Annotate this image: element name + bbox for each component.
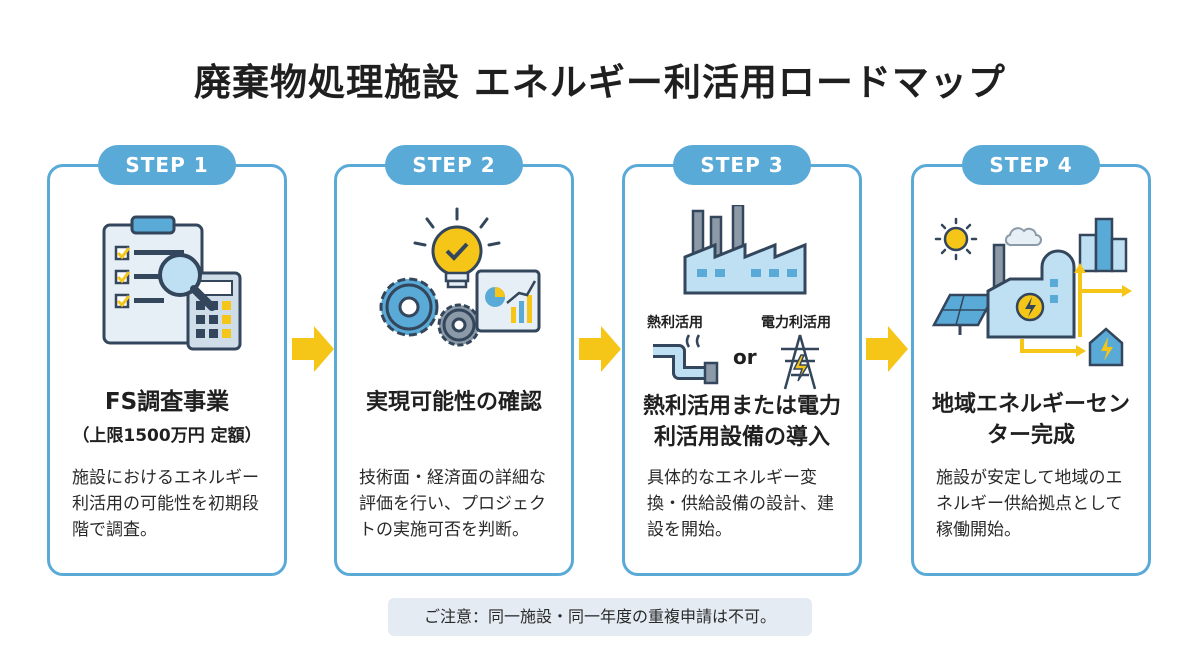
step-2-title: 実現可能性の確認 (365, 390, 542, 415)
power-utilization-label: 電力利活用 (761, 315, 831, 331)
arrow-right-icon (579, 326, 621, 372)
heat-utilization-label: 熱利活用 (647, 315, 703, 331)
step-2-description: 技術面・経済面の詳細な評価を行い、プロジェクトの実施可否を判断。 (359, 468, 546, 540)
step-3-title: 熱利活用または電力利活用設備の導入 (642, 394, 841, 450)
step-1-title: FS調査事業 (104, 389, 230, 415)
step-2-badge: STEP 2 (385, 145, 523, 185)
step-3-badge: STEP 3 (673, 145, 811, 185)
arrow-right-icon (866, 326, 908, 372)
step-4-badge: STEP 4 (962, 145, 1100, 185)
energy-center-icon (931, 217, 1132, 367)
step-1-badge: STEP 1 (98, 145, 236, 185)
factory-icon (683, 205, 807, 295)
lightbulb-gears-icon (379, 207, 541, 347)
step-1-card: STEP 1 FS調査事業 （上限1500万円 定額） 施設におけるエネルギー利… (47, 145, 287, 576)
checklist-magnifier-icon (102, 215, 242, 351)
arrow-right-icon (292, 326, 334, 372)
or-label: or (733, 345, 757, 369)
notice-box: ご注意：同一施設・同一年度の重複申請は不可。 (388, 598, 812, 636)
step-1-description: 施設におけるエネルギー利活用の可能性を初期段階で調査。 (72, 468, 259, 540)
page-title: 廃棄物処理施設 エネルギー利活用ロードマップ (194, 61, 1006, 104)
step-3-card: STEP 3 熱利活用 電力利活用 or 熱利活用または電力利活用設備の導入 具… (622, 145, 862, 576)
step-2-card: STEP 2 実現可能性の確認 技術面・経済面の詳細な評価を行い、プロジェクトの… (334, 145, 574, 576)
heat-pipe-icon (653, 334, 719, 385)
step-4-card: STEP 4 地域エネルギーセンター完 (911, 145, 1151, 576)
step-1-subtitle: （上限1500万円 定額） (72, 426, 262, 446)
power-tower-icon (781, 334, 819, 390)
step-4-title: 地域エネルギーセンター完成 (931, 392, 1130, 448)
step-4-description: 施設が安定して地域のエネルギー供給拠点として稼働開始。 (936, 468, 1123, 540)
step-3-description: 具体的なエネルギー変換・供給設備の設計、建設を開始。 (647, 468, 834, 540)
